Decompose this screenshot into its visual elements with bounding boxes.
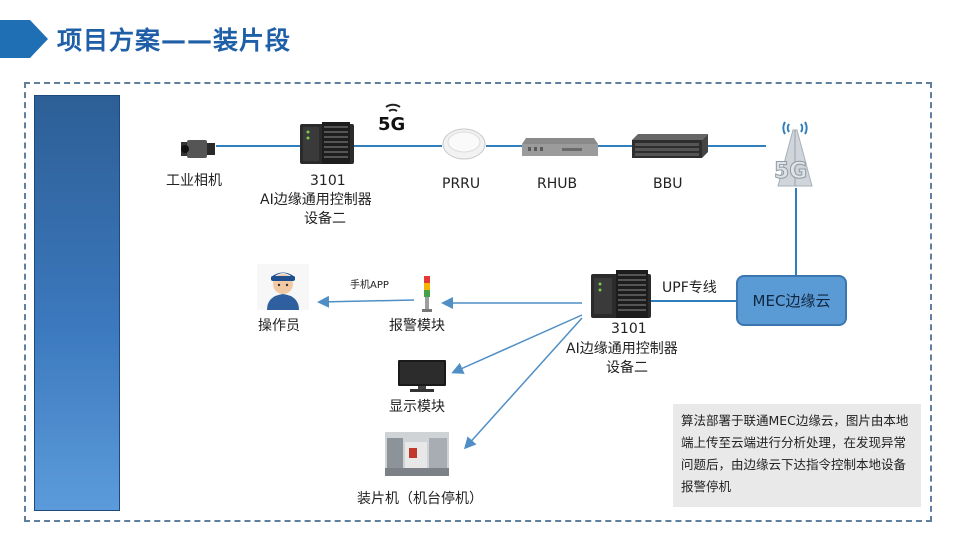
side-panel-label: 装片段（边缘云控制） bbox=[125, 254, 149, 454]
controller-top-icon bbox=[300, 122, 354, 164]
display-label: 显示模块 bbox=[389, 399, 445, 415]
operator-icon bbox=[257, 264, 309, 310]
controller-bottom-line1: 3101 bbox=[611, 321, 647, 337]
machine-label: 装片机（机台停机） bbox=[357, 491, 483, 507]
rhub-label: RHUB bbox=[537, 176, 578, 192]
camera-label: 工业相机 bbox=[166, 173, 222, 189]
bbu-label: BBU bbox=[653, 176, 683, 192]
arrow-to-display bbox=[451, 314, 583, 374]
rhub-icon bbox=[522, 138, 598, 156]
5g-tower-text: 5G bbox=[774, 159, 807, 184]
content-frame bbox=[24, 82, 932, 522]
alarm-label: 报警模块 bbox=[389, 318, 445, 334]
prru-label: PRRU bbox=[442, 176, 481, 192]
note-box: 算法部署于联通MEC边缘云，图片由本地端上传至云端进行分析处理，在发现异常问题后… bbox=[673, 404, 921, 507]
5g-badge-icon: 5G bbox=[378, 103, 405, 134]
controller-bottom-line3: 设备二 bbox=[606, 360, 648, 376]
machine-photo-icon bbox=[385, 432, 449, 476]
5g-badge-text: 5G bbox=[378, 114, 405, 134]
side-panel: 装片段（边缘云控制） bbox=[34, 95, 149, 511]
controller-top-line3: 设备二 bbox=[304, 211, 346, 227]
arrow-to-machine bbox=[463, 317, 583, 450]
controller-bottom-icon bbox=[591, 270, 651, 318]
operator-label: 操作员 bbox=[258, 318, 300, 334]
5g-tower-icon: 5G bbox=[774, 121, 813, 187]
controller-bottom-line2: AI边缘通用控制器 bbox=[566, 341, 678, 357]
arrow-to-operator bbox=[317, 295, 415, 308]
controller-top-line2: AI边缘通用控制器 bbox=[260, 192, 372, 208]
display-monitor-icon bbox=[398, 360, 446, 392]
bbu-icon bbox=[632, 134, 708, 158]
page-title: 项目方案——装片段 bbox=[57, 26, 292, 55]
controller-top-line1: 3101 bbox=[310, 173, 346, 189]
phone-app-label: 手机APP bbox=[350, 280, 389, 291]
title-chevron-icon bbox=[0, 20, 48, 58]
camera-icon bbox=[181, 140, 215, 158]
alarm-light-icon bbox=[422, 276, 432, 312]
upf-label: UPF专线 bbox=[662, 280, 717, 296]
mec-edge-cloud-box: MEC边缘云 bbox=[736, 275, 847, 326]
prru-icon bbox=[442, 128, 486, 160]
